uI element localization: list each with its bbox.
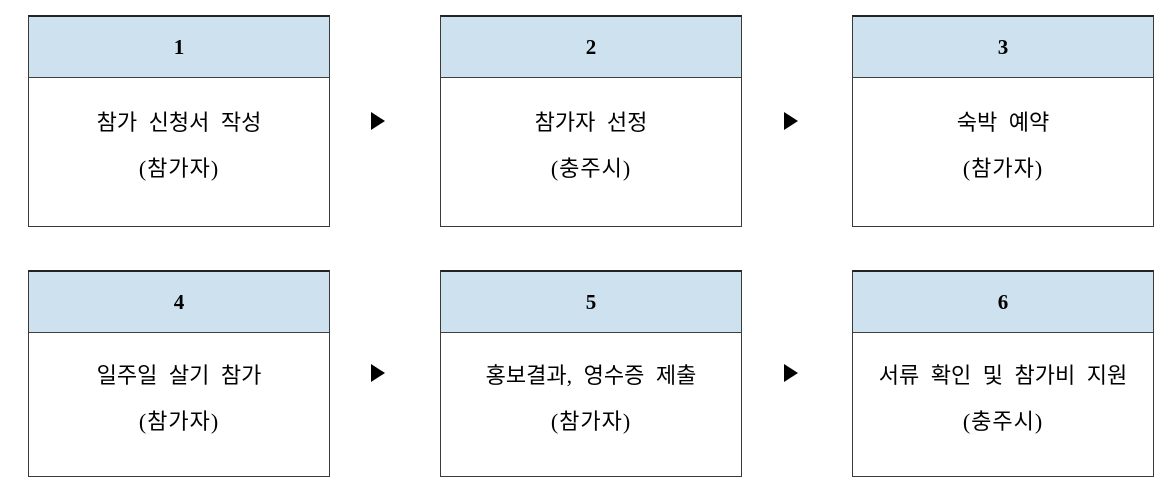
flow-step-3: 3 숙박 예약 (참가자) [852,15,1154,227]
flow-step-5: 5 홍보결과, 영수증 제출 (참가자) [440,270,742,477]
arrow-right-icon [371,364,385,382]
flow-step-6: 6 서류 확인 및 참가비 지원 (충주시) [852,270,1154,477]
step-6-number: 6 [853,272,1153,333]
step-5-number: 5 [441,272,741,333]
step-5-title: 홍보결과, 영수증 제출 [485,362,697,388]
step-4-number: 4 [29,272,329,333]
step-2-body: 참가자 선정 (충주시) [441,78,741,226]
step-1-body: 참가 신청서 작성 (참가자) [29,78,329,226]
step-1-title: 참가 신청서 작성 [96,110,262,135]
step-4-actor: (참가자) [138,408,220,434]
step-2-title: 참가자 선정 [534,110,648,135]
step-3-number: 3 [853,17,1153,78]
step-1-actor: (참가자) [138,156,220,181]
flow-step-2: 2 참가자 선정 (충주시) [440,15,742,227]
step-6-title: 서류 확인 및 참가비 지원 [878,362,1128,388]
step-2-actor: (충주시) [550,156,632,181]
step-5-body: 홍보결과, 영수증 제출 (참가자) [441,333,741,476]
step-4-title: 일주일 살기 참가 [96,362,262,388]
step-5-actor: (참가자) [550,408,632,434]
step-6-actor: (충주시) [962,408,1044,434]
step-4-body: 일주일 살기 참가 (참가자) [29,333,329,476]
flow-step-1: 1 참가 신청서 작성 (참가자) [28,15,330,227]
step-3-body: 숙박 예약 (참가자) [853,78,1153,226]
step-3-actor: (참가자) [962,156,1044,181]
arrow-right-icon [784,364,798,382]
step-3-title: 숙박 예약 [956,110,1050,135]
arrow-right-icon [784,112,798,130]
flow-step-4: 4 일주일 살기 참가 (참가자) [28,270,330,477]
step-6-body: 서류 확인 및 참가비 지원 (충주시) [853,333,1153,476]
step-1-number: 1 [29,17,329,78]
arrow-right-icon [371,112,385,130]
step-2-number: 2 [441,17,741,78]
